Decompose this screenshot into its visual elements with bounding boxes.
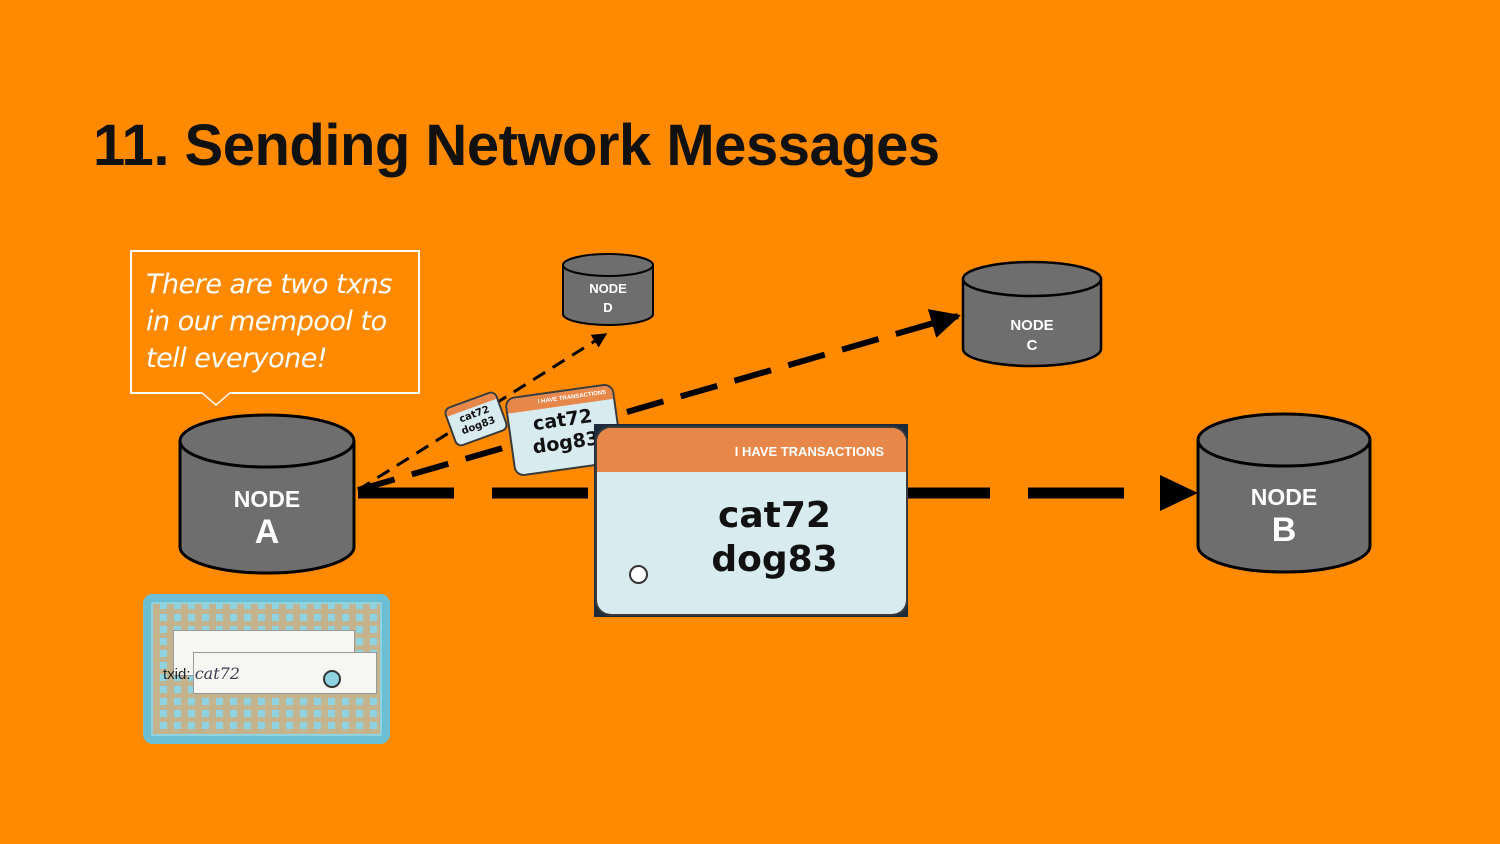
node-a-letter: A: [254, 513, 280, 551]
message-card-to-b-txid-1: cat72: [718, 495, 831, 536]
node-b-word: NODE: [1250, 484, 1318, 510]
slide-title: 11. Sending Network Messages: [93, 113, 940, 178]
node-d-word: NODE: [589, 281, 627, 296]
node-d-label: NODE D: [573, 279, 643, 317]
speech-bubble-tail-fill: [202, 392, 230, 404]
node-c-label: NODE C: [987, 316, 1077, 356]
node-a-label: NODE A: [207, 486, 327, 552]
node-a-word: NODE: [233, 486, 301, 512]
message-card-to-b-body: cat72 dog83: [597, 472, 906, 582]
node-b-label: NODE B: [1224, 484, 1344, 550]
node-c-cylinder: [961, 260, 1103, 368]
speech-bubble: There are two txns in our mempool to tel…: [130, 250, 420, 394]
slip-hole: [323, 670, 341, 688]
message-card-to-b-txid-2: dog83: [711, 539, 838, 580]
node-a-cylinder: [178, 413, 356, 575]
txid-slip-value: cat72: [194, 664, 240, 683]
node-b-cylinder: [1196, 412, 1372, 574]
node-c-word: NODE: [1010, 317, 1054, 334]
speech-bubble-text: There are two txns in our mempool to tel…: [146, 269, 392, 374]
node-b-letter: B: [1271, 511, 1297, 549]
node-d-letter: D: [603, 300, 613, 315]
mempool-basket: txid: cat72: [143, 594, 390, 744]
node-d-cylinder: [562, 253, 654, 326]
message-card-to-b: I HAVE TRANSACTIONS cat72 dog83: [597, 428, 906, 614]
node-c-letter: C: [1026, 337, 1038, 354]
txid-slip-text: txid: cat72: [163, 664, 240, 683]
arrow-a-to-c: [357, 309, 961, 493]
arrow-a-to-b-head: [1160, 475, 1198, 511]
txid-slip-label: txid:: [163, 666, 191, 683]
message-card-to-b-header: I HAVE TRANSACTIONS: [597, 428, 906, 472]
card-hole: [629, 565, 648, 584]
txid-slip-front: [193, 652, 377, 694]
